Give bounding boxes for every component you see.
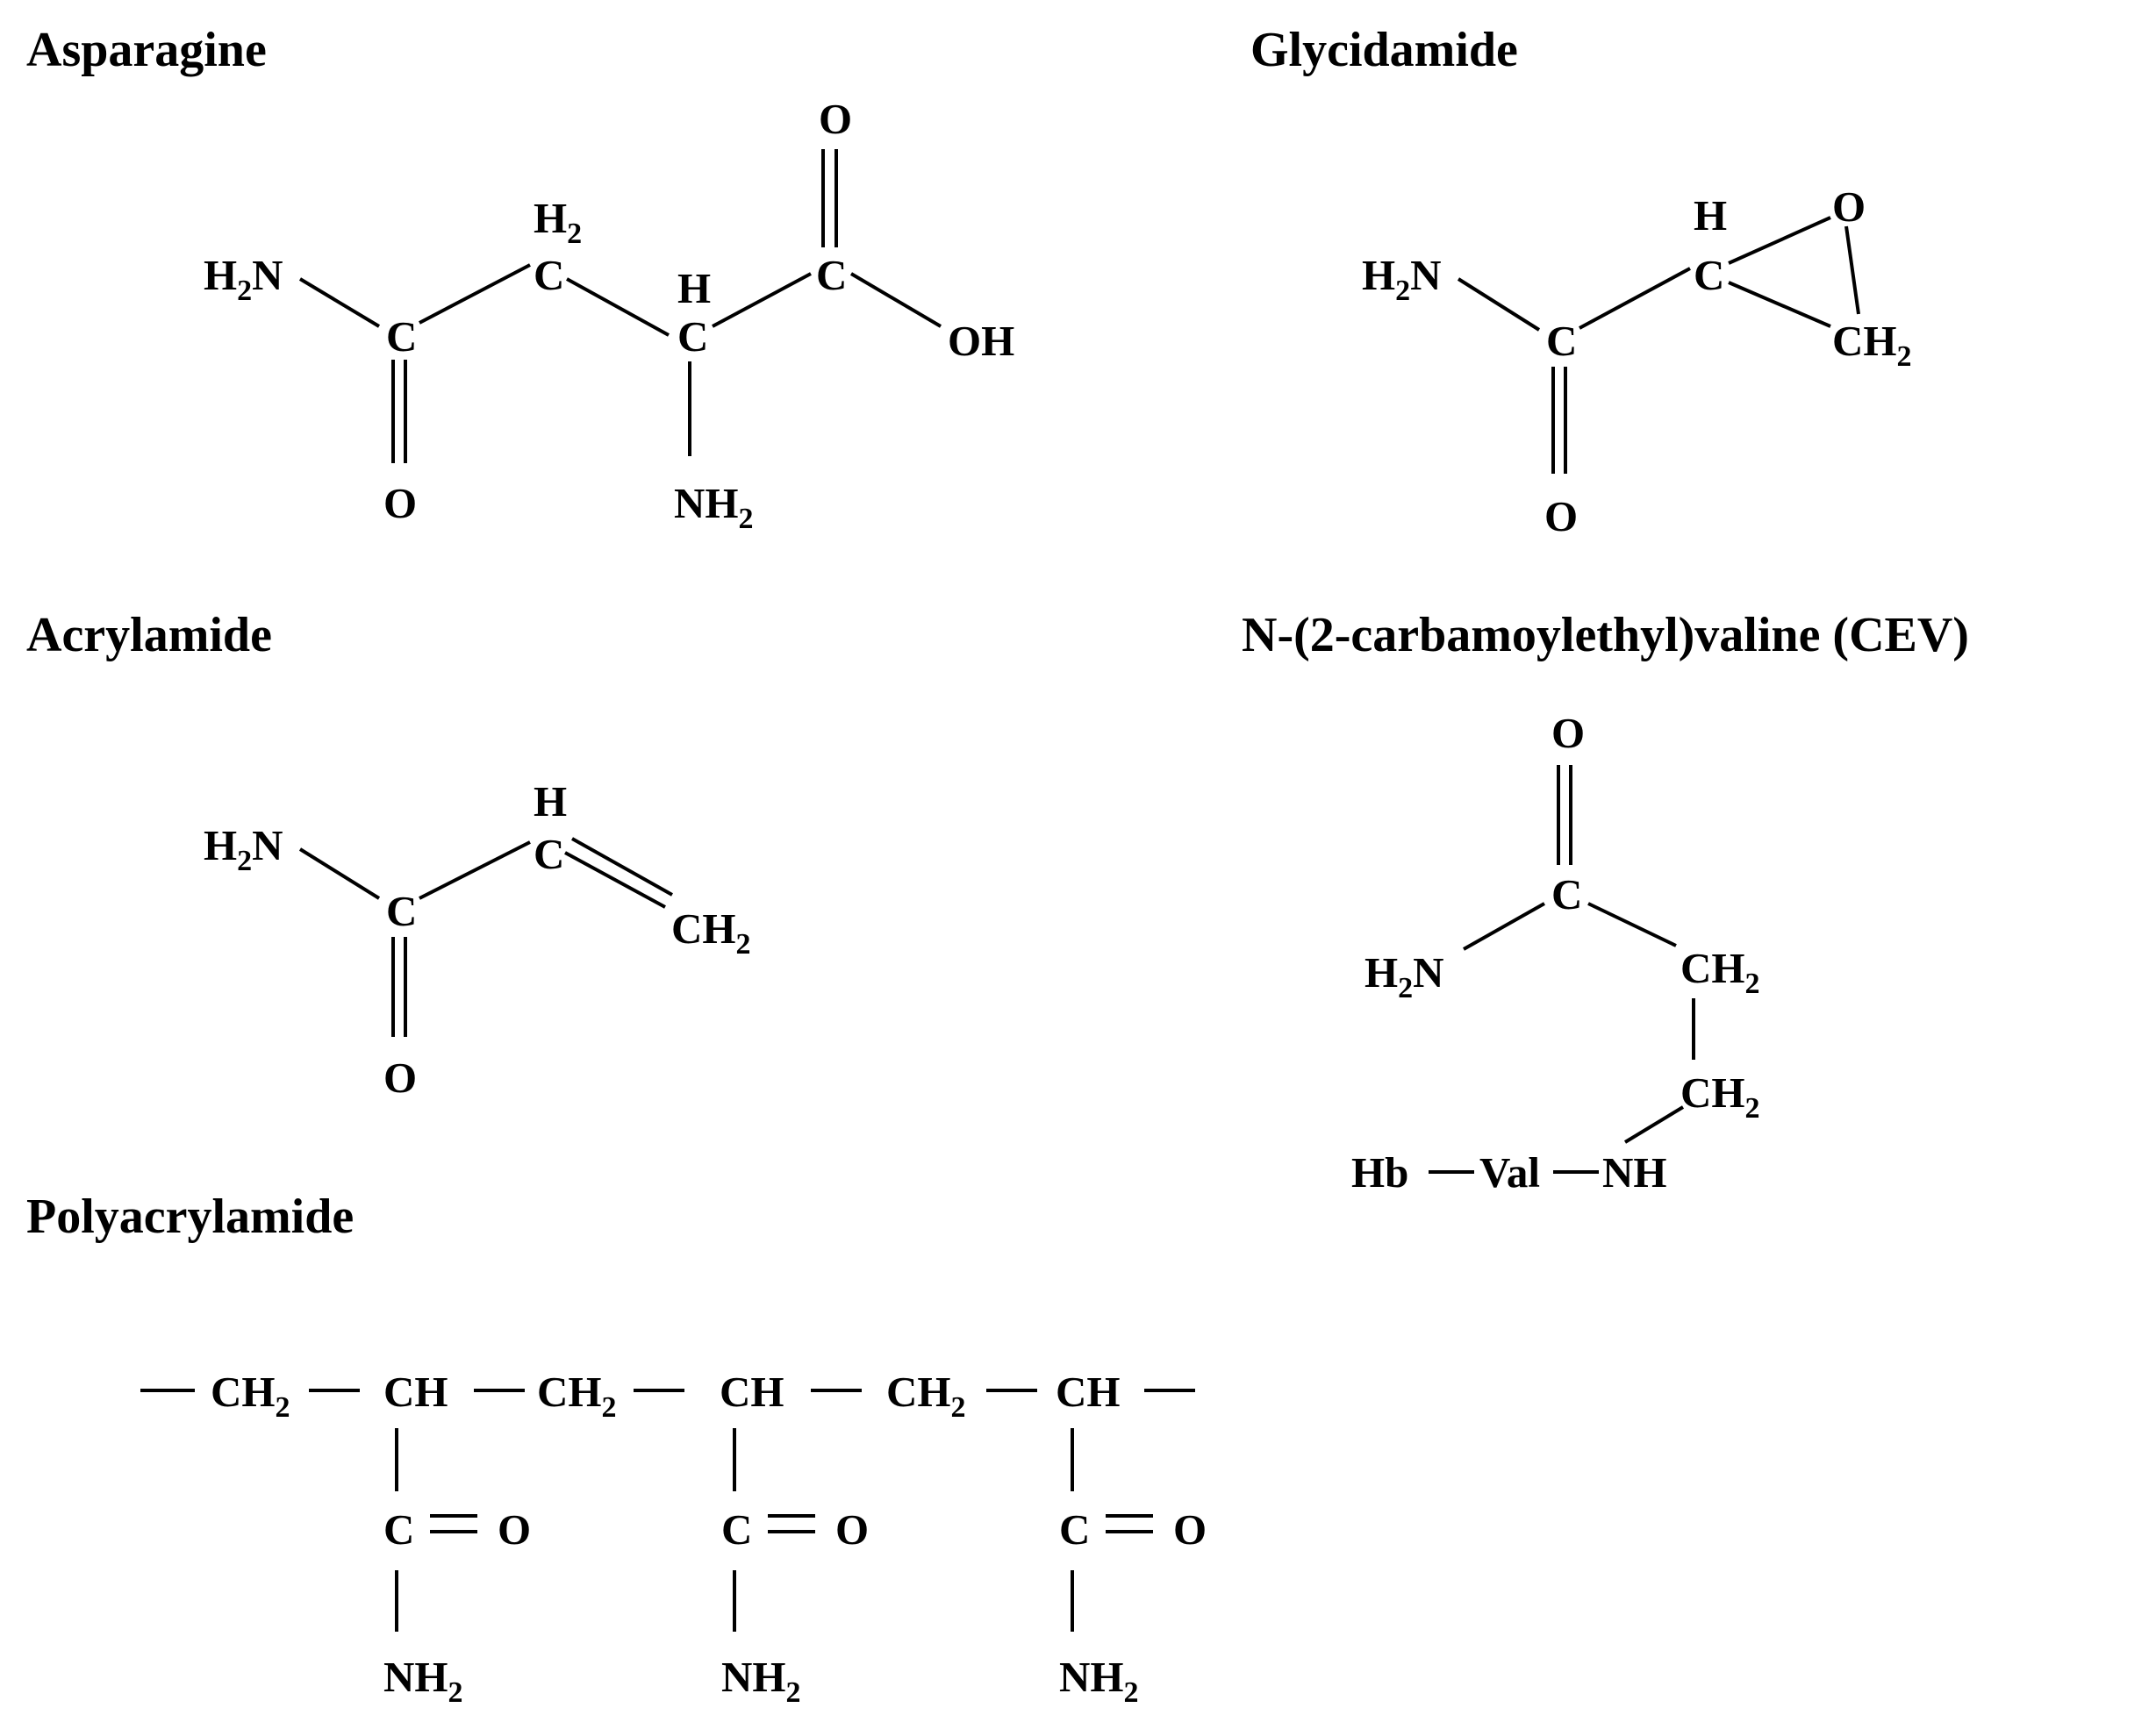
cev-h2n-label: H2N [1365, 948, 1444, 1004]
cev-nh-label: NH [1602, 1148, 1667, 1197]
gly-ch-h: H [1694, 191, 1727, 239]
gly-epoxide-o: O [1832, 182, 1866, 231]
pam-nh2-3: NH2 [1059, 1653, 1139, 1709]
pam-ch2-2: CH2 [537, 1368, 617, 1424]
acr-bond [571, 837, 673, 897]
pam-ch-3: CH [1056, 1368, 1121, 1416]
asn-ch2-h2: H2 [534, 194, 582, 250]
asparagine-title: Asparagine [26, 23, 267, 77]
acr-ch-h: H [534, 777, 567, 825]
gly-carbonyl-c: C [1546, 317, 1577, 365]
asn-ch2-c: C [534, 251, 564, 299]
asn-nh2-label: NH2 [674, 479, 754, 535]
gly-h2n-label: H2N [1362, 251, 1442, 307]
acr-ch-c: C [534, 830, 564, 878]
gly-bond [1728, 281, 1831, 328]
acrylamide-title: Acrylamide [26, 608, 272, 662]
asn-bond [566, 277, 670, 337]
asn-bond [298, 277, 381, 328]
pam-c-2: C [721, 1505, 752, 1554]
gly-bond [1579, 267, 1691, 330]
pam-o-1: O [498, 1505, 531, 1554]
asn-amide-o: O [383, 479, 417, 527]
cev-val-label: Val [1479, 1148, 1540, 1197]
asn-h2n-label: H2N [204, 251, 283, 307]
asn-bond [849, 272, 942, 328]
pam-c-3: C [1059, 1505, 1090, 1554]
cev-title: N-(2-carbamoylethyl)valine (CEV) [1242, 608, 1969, 662]
asn-acid-o: O [819, 95, 852, 143]
acr-carbonyl-o: O [383, 1054, 417, 1102]
pam-ch-1: CH [383, 1368, 448, 1416]
glycidamide-structure: H2N C O H C O CH2 [1362, 182, 1912, 540]
gly-ch-c: C [1694, 251, 1724, 299]
cev-ch2-lower: CH2 [1680, 1068, 1760, 1125]
acr-bond [564, 851, 666, 909]
cev-carbonyl-o: O [1551, 709, 1585, 757]
acr-h2n-label: H2N [204, 821, 283, 877]
pam-ch2-1: CH2 [211, 1368, 290, 1424]
pam-ch-2: CH [720, 1368, 784, 1416]
gly-carbonyl-o: O [1544, 492, 1578, 540]
pam-o-3: O [1173, 1505, 1207, 1554]
asn-bond [712, 272, 812, 328]
polyacrylamide-structure: CH2 CH CH2 CH CH2 CH C O NH2 C O NH2 C [140, 1368, 1207, 1709]
asn-alpha-c: C [677, 312, 708, 361]
cev-structure: O C H2N CH2 CH2 Hb Val NH [1351, 709, 1760, 1197]
gly-bond [1844, 225, 1860, 315]
pam-c-1: C [383, 1505, 414, 1554]
cev-bond [1623, 1105, 1685, 1144]
pam-ch2-3: CH2 [886, 1368, 966, 1424]
asn-bond [419, 263, 531, 325]
acr-ch2-label: CH2 [671, 904, 751, 961]
cev-carbonyl-c: C [1551, 870, 1582, 918]
cev-bond [1463, 902, 1545, 951]
asn-alpha-h: H [677, 264, 711, 312]
cev-ch2-upper: CH2 [1680, 944, 1760, 1000]
pam-nh2-2: NH2 [721, 1653, 801, 1709]
cev-bond [1587, 902, 1677, 947]
asparagine-structure: H2N C O H2 C H C NH2 C O OH [204, 95, 1014, 535]
asn-oh-label: OH [948, 317, 1014, 365]
acr-bond [298, 847, 381, 900]
pam-nh2-1: NH2 [383, 1653, 463, 1709]
acr-carbonyl-c: C [386, 887, 417, 935]
acrylamide-structure: H2N C O H C CH2 [204, 777, 751, 1102]
asn-acid-c: C [816, 251, 847, 299]
gly-ch2-label: CH2 [1832, 317, 1912, 373]
glycidamide-title: Glycidamide [1250, 23, 1518, 77]
pam-o-2: O [835, 1505, 869, 1554]
polyacrylamide-title: Polyacrylamide [26, 1190, 354, 1244]
asn-carbonyl-c: C [386, 312, 417, 361]
gly-bond [1728, 216, 1831, 265]
acr-bond [419, 840, 531, 900]
gly-bond [1457, 277, 1541, 332]
cev-hb-label: Hb [1351, 1148, 1408, 1197]
